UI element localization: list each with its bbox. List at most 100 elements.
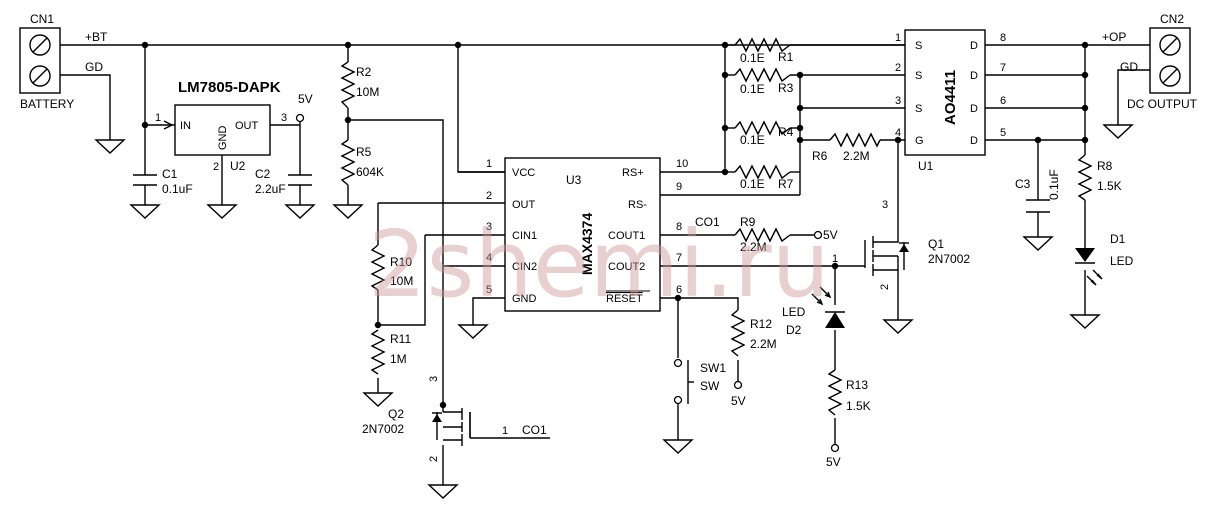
svg-text:0.1uF: 0.1uF xyxy=(1047,169,1061,200)
svg-text:1.5K: 1.5K xyxy=(846,399,871,413)
regulator-part: LM7805-DAPK xyxy=(178,79,281,96)
svg-text:9: 9 xyxy=(676,181,682,193)
svg-text:COUT2: COUT2 xyxy=(608,261,645,273)
svg-text:R9: R9 xyxy=(740,215,756,229)
svg-text:2.2M: 2.2M xyxy=(750,337,777,351)
svg-text:C2: C2 xyxy=(255,167,271,181)
svg-text:D2: D2 xyxy=(786,323,802,337)
svg-text:604K: 604K xyxy=(356,165,384,179)
regulator-u2: LM7805-DAPK IN OUT GND 1 3 2 U2 5V xyxy=(155,79,313,173)
svg-text:5V: 5V xyxy=(826,455,841,469)
svg-text:R12: R12 xyxy=(750,317,772,331)
connector-cn2: CN2 DC OUTPUT +OP GD xyxy=(1102,12,1198,111)
svg-text:2: 2 xyxy=(895,62,901,74)
svg-text:D1: D1 xyxy=(1110,232,1126,246)
svg-text:7: 7 xyxy=(676,252,682,264)
svg-text:RS-: RS- xyxy=(628,199,647,211)
regulator-pin-in: IN xyxy=(180,120,191,132)
svg-text:2.2M: 2.2M xyxy=(740,240,767,254)
transistor-q1: Q1 2N7002 3 1 2 xyxy=(832,199,970,290)
u1-part: AO4411 xyxy=(942,70,959,125)
watermark: 2shemi.ru xyxy=(368,211,830,318)
svg-text:1M: 1M xyxy=(390,352,407,366)
regulator-pin-out: OUT xyxy=(235,120,259,132)
svg-text:RESET: RESET xyxy=(606,293,643,305)
u1-ref: U1 xyxy=(918,159,934,173)
svg-text:0.1E: 0.1E xyxy=(740,51,765,65)
svg-text:2: 2 xyxy=(486,190,492,202)
svg-text:10: 10 xyxy=(676,158,688,170)
resistor-r11: R11 1M xyxy=(370,329,411,375)
svg-text:1: 1 xyxy=(502,425,508,437)
svg-text:6: 6 xyxy=(676,284,682,296)
ic-u3-max4374: MAX4374 U3 1 VCC 2 OUT 3 CIN1 4 CIN2 5 G… xyxy=(458,157,688,312)
svg-text:5: 5 xyxy=(1000,127,1006,139)
wires xyxy=(60,44,1150,485)
svg-text:Q1: Q1 xyxy=(928,237,944,251)
regulator-out-node: 5V xyxy=(298,92,313,106)
svg-text:10M: 10M xyxy=(356,85,379,99)
cn1-pos-label: +BT xyxy=(85,30,108,44)
svg-text:3: 3 xyxy=(882,199,888,211)
ic-ref: U3 xyxy=(566,173,582,187)
regulator-pin-gnd: GND xyxy=(217,126,229,151)
svg-text:GND: GND xyxy=(512,293,537,305)
svg-text:Q2: Q2 xyxy=(388,407,404,421)
resistor-r7: R7 0.1E xyxy=(734,164,794,191)
svg-text:6: 6 xyxy=(1000,95,1006,107)
resistor-r1: R1 0.1E xyxy=(734,37,794,65)
svg-text:G: G xyxy=(915,135,924,147)
regulator-num-gnd: 2 xyxy=(213,161,219,173)
switch-sw1: SW1 SW xyxy=(673,358,726,405)
svg-text:2.2uF: 2.2uF xyxy=(255,182,286,196)
svg-text:7: 7 xyxy=(1000,62,1006,74)
resistor-r2: R2 10M xyxy=(340,61,379,109)
svg-text:10M: 10M xyxy=(390,274,413,288)
regulator-ref: U2 xyxy=(230,159,246,173)
svg-text:2: 2 xyxy=(428,456,440,462)
transistor-q2: Q2 2N7002 3 1 2 CO1 xyxy=(362,376,547,462)
resistor-r5: R5 604K xyxy=(340,139,384,186)
svg-text:8: 8 xyxy=(676,221,682,233)
svg-text:3: 3 xyxy=(486,221,492,233)
cn2-neg-label: GD xyxy=(1120,60,1138,74)
led-d2: LED D2 xyxy=(782,286,845,337)
svg-text:R2: R2 xyxy=(356,65,372,79)
svg-text:COUT1: COUT1 xyxy=(608,230,645,242)
svg-text:5: 5 xyxy=(486,284,492,296)
cn1-desc: BATTERY xyxy=(20,97,74,111)
svg-text:1: 1 xyxy=(486,158,492,170)
svg-text:RS+: RS+ xyxy=(622,167,644,179)
svg-text:SW1: SW1 xyxy=(700,361,726,375)
capacitor-c1: C1 0.1uF xyxy=(133,167,193,196)
svg-text:D: D xyxy=(970,40,978,52)
svg-text:4: 4 xyxy=(486,252,492,264)
svg-text:R8: R8 xyxy=(1097,159,1113,173)
svg-text:8: 8 xyxy=(1000,32,1006,44)
resistor-r10: R10 10M xyxy=(370,244,413,291)
svg-text:R4: R4 xyxy=(778,125,794,139)
svg-text:1.5K: 1.5K xyxy=(1097,179,1122,193)
svg-text:CIN2: CIN2 xyxy=(512,261,537,273)
svg-text:CO1: CO1 xyxy=(522,423,547,437)
svg-text:0.1E: 0.1E xyxy=(740,133,765,147)
svg-text:R5: R5 xyxy=(356,145,372,159)
svg-text:CIN1: CIN1 xyxy=(512,230,537,242)
svg-text:R3: R3 xyxy=(778,81,794,95)
svg-text:C3: C3 xyxy=(1015,177,1031,191)
svg-text:2N7002: 2N7002 xyxy=(928,252,970,266)
cn1-neg-label: GD xyxy=(85,60,103,74)
svg-text:1: 1 xyxy=(895,32,901,44)
cn1-ref: CN1 xyxy=(30,12,54,26)
svg-text:R11: R11 xyxy=(390,332,411,346)
svg-text:D: D xyxy=(970,70,978,82)
regulator-num-in: 1 xyxy=(155,112,161,124)
svg-text:0.1uF: 0.1uF xyxy=(162,182,193,196)
cn2-pos-label: +OP xyxy=(1102,30,1126,44)
svg-text:2.2M: 2.2M xyxy=(843,149,870,163)
svg-text:S: S xyxy=(915,103,922,115)
resistor-r8: R8 1.5K xyxy=(1077,154,1122,201)
svg-text:R10: R10 xyxy=(390,255,412,269)
svg-text:4: 4 xyxy=(895,127,901,139)
